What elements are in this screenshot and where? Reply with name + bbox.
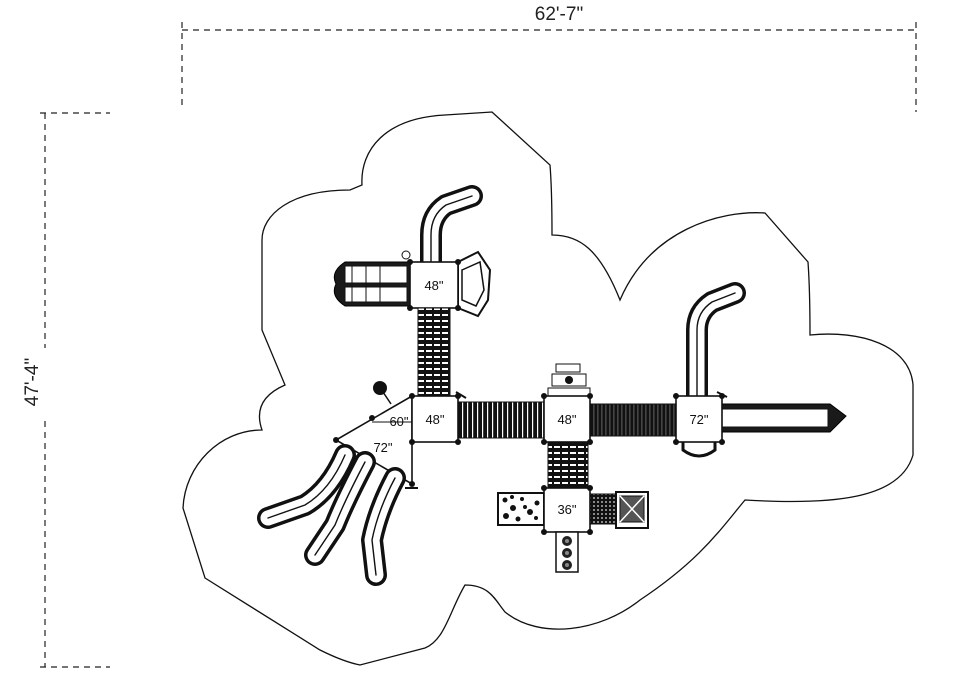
deck-left	[411, 395, 459, 443]
deck-right	[675, 395, 723, 443]
width-dimension-label: 62'-7"	[535, 4, 583, 25]
deck-top	[409, 261, 459, 309]
height-dimension: 47'-4"	[22, 112, 110, 668]
deck-low	[543, 487, 591, 533]
step-climber	[555, 531, 579, 573]
left-tower: 60" 72" 48"	[257, 381, 467, 586]
triple-slides	[257, 444, 406, 586]
deck-center-label: 48"	[557, 412, 576, 427]
right-curved-slide	[686, 282, 746, 407]
spinner-ball	[373, 381, 387, 395]
loop-climber	[681, 442, 717, 458]
double-wave-slide	[333, 261, 411, 307]
height-dimension-label: 47'-4"	[22, 358, 43, 406]
upper-curved-slide	[420, 185, 483, 273]
bridge	[589, 403, 679, 437]
deck-right-label: 72"	[689, 412, 708, 427]
upper-left-tower: 48"	[333, 185, 492, 318]
crawl-tunnel	[457, 401, 545, 439]
right-tower: 72"	[673, 282, 847, 458]
grid-bridge	[589, 493, 617, 525]
deck-tri-lower-label: 72"	[373, 440, 392, 455]
deck-low-label: 36"	[557, 502, 576, 517]
steering-panel	[547, 363, 591, 397]
deck-top-label: 48"	[424, 278, 443, 293]
center-stairs	[547, 441, 589, 489]
corner-climber	[615, 491, 649, 529]
deck-tri-upper-label: 60"	[389, 414, 408, 429]
straight-slide	[721, 403, 847, 433]
low-tower: 36"	[497, 485, 649, 573]
rock-climber	[497, 492, 545, 526]
deck-left-label: 48"	[425, 412, 444, 427]
vertical-ladder	[417, 307, 451, 397]
width-dimension: 62'-7"	[181, 2, 917, 112]
